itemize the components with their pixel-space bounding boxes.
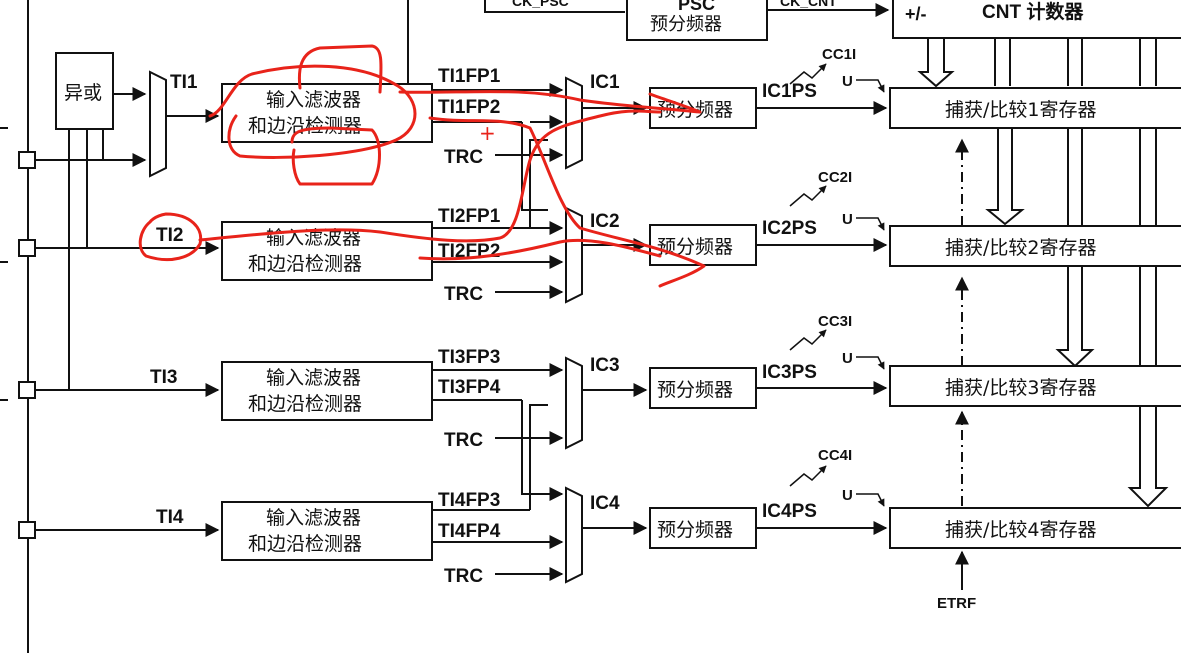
filter-ch1-line1: 输入滤波器: [266, 89, 361, 111]
ti4-label: TI4: [156, 507, 184, 528]
ti1-label: TI1: [170, 72, 198, 93]
red-scribble-fp2-cross: [428, 116, 706, 288]
prescaler-ch3: [649, 367, 757, 409]
transfer-arrows: [917, 37, 1169, 508]
red-scribble-ti2-path: [198, 109, 662, 243]
ch4-fp-b: TI4FP4: [438, 521, 501, 542]
cnt-box: [892, 0, 1181, 39]
ti2-label: TI2: [156, 225, 183, 246]
dash-dot-links: ETRF: [937, 138, 976, 612]
ch1-fp-a: TI1FP1: [438, 66, 501, 87]
ck-psc-label: CK_PSC: [512, 0, 569, 9]
psc-box-title: PSC: [678, 0, 715, 14]
prescaler-ch4: [649, 507, 757, 549]
red-scribble-ti2fp2: [418, 238, 662, 261]
ch4-trc: TRC: [444, 566, 483, 587]
ch2-icps: IC2PS: [762, 218, 817, 239]
ch2-fp-a: TI2FP1: [438, 206, 501, 227]
cc3i-label: CC3I: [818, 313, 852, 330]
ch1-ic: IC1: [590, 72, 620, 93]
cnt-box-label: CNT 计数器: [982, 0, 1084, 23]
ch1-icps: IC1PS: [762, 81, 817, 102]
register-ch1-label: 捕获/比较1寄存器: [945, 99, 1097, 121]
ch4-ic: IC4: [590, 493, 620, 514]
ch4-icps: IC4PS: [762, 501, 817, 522]
ch1-trc: TRC: [444, 147, 483, 168]
pin-ch1: [18, 151, 36, 169]
u-label-3: U: [842, 350, 853, 367]
filter-ch3-line2: 和边沿检测器: [248, 393, 362, 415]
ti3-label: TI3: [150, 367, 177, 388]
ch3-fp-b: TI3FP4: [438, 377, 501, 398]
pin-ch2: [18, 239, 36, 257]
ic-mux-ch2: [565, 206, 583, 304]
register-ch1: 捕获/比较1寄存器: [889, 87, 1181, 129]
prescaler-ch4-label: 预分频器: [657, 519, 733, 541]
register-ch4: 捕获/比较4寄存器: [889, 507, 1181, 549]
ic-mux-ch4: [565, 486, 583, 584]
channel-2: 输入滤波器 和边沿检测器 TI2FP1 TI2FP2 TRC IC2 预分频器 …: [221, 122, 888, 305]
filter-ch2-line2: 和边沿检测器: [248, 253, 362, 275]
top-counter-strip: CK_PSC PSC 预分频器 CK_CNT +/- CNT 计数器: [407, 0, 1181, 88]
ch3-ic: IC3: [590, 355, 620, 376]
ch3-fp-a: TI3FP3: [438, 347, 500, 368]
cnt-sign-label: +/-: [905, 4, 927, 24]
cc1i-label: CC1I: [822, 46, 856, 63]
filter-ch3-line1: 输入滤波器: [266, 367, 361, 389]
channel-4: 输入滤波器 和边沿检测器 TI4FP3 TI4FP4 TRC IC4 预分频器 …: [221, 486, 888, 587]
xor-label: 异或: [64, 82, 102, 104]
filter-box-ch4: [221, 501, 433, 561]
ch2-ic: IC2: [590, 211, 620, 232]
ch3-icps: IC3PS: [762, 362, 817, 383]
red-plus-mark: +: [479, 121, 496, 145]
register-ch3: 捕获/比较3寄存器: [889, 365, 1181, 407]
filter-ch1-line2: 和边沿检测器: [248, 115, 362, 137]
u-label-2: U: [842, 211, 853, 228]
interrupt-labels: CC1I U CC2I U CC3I U CC4I U: [789, 46, 885, 507]
pin-ch3: [18, 381, 36, 399]
register-ch3-label: 捕获/比较3寄存器: [945, 377, 1097, 399]
ck-cnt-label: CK_CNT: [780, 0, 837, 9]
filter-box-ch1: [221, 83, 433, 143]
pin-ch4: [18, 521, 36, 539]
red-annotations: +: [138, 44, 706, 288]
red-scribble-fp-to-ic1: [398, 90, 702, 114]
register-ch2-label: 捕获/比较2寄存器: [945, 237, 1097, 259]
ti1-input-mux: TI1: [149, 70, 220, 178]
filter-ch4-line1: 输入滤波器: [266, 507, 361, 529]
cc4i-label: CC4I: [818, 447, 852, 464]
filter-box-ch2: [221, 221, 433, 281]
xor-gate: 异或: [55, 52, 147, 390]
register-ch2: 捕获/比较2寄存器: [889, 225, 1181, 267]
red-scribble-ti2-circle: [138, 212, 203, 262]
prescaler-ch2-label: 预分频器: [657, 236, 733, 258]
ch4-fp-a: TI4FP3: [438, 490, 500, 511]
ch1-fp-b: TI1FP2: [438, 97, 500, 118]
psc-box-subtitle: 预分频器: [650, 14, 722, 35]
u-label-1: U: [842, 73, 853, 90]
etrf-label: ETRF: [937, 595, 976, 612]
filter-box-ch3: [221, 361, 433, 421]
ic-mux-ch3: [565, 356, 583, 450]
channel-3: 输入滤波器 和边沿检测器 TI3FP3 TI3FP4 TRC IC3 预分频器 …: [221, 347, 888, 510]
red-scribble-filter1-loop: [208, 64, 417, 159]
channel-1: 输入滤波器 和边沿检测器 TI1FP1 TI1FP2 TRC IC1 预分频器 …: [221, 66, 888, 170]
u-label-4: U: [842, 487, 853, 504]
register-ch4-label: 捕获/比较4寄存器: [945, 519, 1097, 541]
red-scribble-top-box: [297, 44, 383, 94]
red-scribble-bottom-box: [290, 126, 381, 186]
filter-ch4-line2: 和边沿检测器: [248, 533, 362, 555]
ch3-trc: TRC: [444, 430, 483, 451]
cc2i-label: CC2I: [818, 169, 852, 186]
psc-box: [626, 0, 768, 41]
left-pin-bus: [0, 0, 36, 653]
prescaler-ch3-label: 预分频器: [657, 379, 733, 401]
ch2-trc: TRC: [444, 284, 483, 305]
